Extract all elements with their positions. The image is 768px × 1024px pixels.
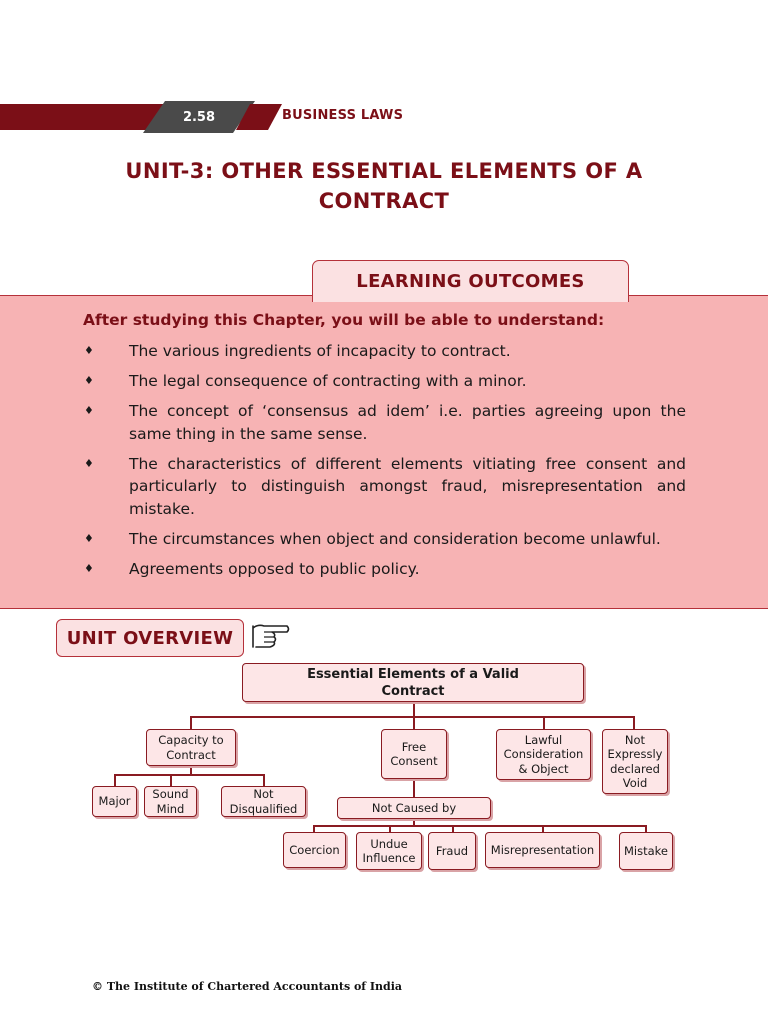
node-not-disqualified: Not Disqualified <box>221 786 306 817</box>
connector-line <box>170 774 172 786</box>
connector-line <box>389 825 391 832</box>
list-item: ♦Agreements opposed to public policy. <box>82 558 686 581</box>
node-free-consent: Free Consent <box>381 729 447 779</box>
node-not-caused-by: Not Caused by <box>337 797 491 819</box>
section-title: BUSINESS LAWS <box>282 108 404 123</box>
node-sound-mind: Sound Mind <box>144 786 197 817</box>
connector-line <box>413 779 415 797</box>
learning-outcomes-heading: LEARNING OUTCOMES <box>312 260 629 302</box>
connector-line <box>543 716 545 729</box>
node-not-expressly-void: Not Expressly declared Void <box>602 729 668 794</box>
pointing-hand-icon <box>252 624 290 648</box>
node-undue-influence: Undue Influence <box>356 832 422 870</box>
connector-line <box>313 825 315 832</box>
node-mistake: Mistake <box>619 832 673 870</box>
unit-title-line1: UNIT-3: OTHER ESSENTIAL ELEMENTS OF A <box>125 159 643 183</box>
unit-title-line2: CONTRACT <box>318 189 450 213</box>
connector-line <box>413 819 415 825</box>
learning-outcomes-intro: After studying this Chapter, you will be… <box>83 311 605 329</box>
unit-title: UNIT-3: OTHER ESSENTIAL ELEMENTS OF A CO… <box>100 156 668 216</box>
connector-line <box>542 825 544 832</box>
learning-outcomes-list: ♦The various ingredients of incapacity t… <box>82 340 686 588</box>
node-coercion: Coercion <box>283 832 346 868</box>
connector-line <box>313 825 645 827</box>
connector-line <box>633 716 635 729</box>
page-number: 2.58 <box>143 101 255 133</box>
connector-line <box>413 702 415 716</box>
diamond-bullet-icon: ♦ <box>84 561 94 575</box>
unit-overview-heading: UNIT OVERVIEW <box>56 619 244 657</box>
connector-line <box>645 825 647 832</box>
node-misrepresentation: Misrepresentation <box>485 832 600 868</box>
connector-line <box>114 774 264 776</box>
diamond-bullet-icon: ♦ <box>84 404 94 417</box>
list-item: ♦The concept of ‘consensus ad idem’ i.e.… <box>84 402 686 443</box>
connector-line <box>114 774 116 786</box>
connector-line <box>190 716 634 718</box>
node-fraud: Fraud <box>428 832 476 870</box>
node-lawful-consideration: Lawful Consideration & Object <box>496 729 591 780</box>
node-capacity-to-contract: Capacity to Contract <box>146 729 236 766</box>
node-major: Major <box>92 786 137 817</box>
connector-line <box>413 716 415 729</box>
list-item: ♦The various ingredients of incapacity t… <box>82 340 686 363</box>
footer-copyright: © The Institute of Chartered Accountants… <box>92 980 403 993</box>
connector-line <box>190 766 192 774</box>
node-essential-elements: Essential Elements of a Valid Contract <box>242 663 584 702</box>
diamond-bullet-icon: ♦ <box>84 374 94 387</box>
list-item: ♦The legal consequence of contracting wi… <box>82 370 686 393</box>
list-item: ♦The characteristics of different elemen… <box>84 454 686 518</box>
connector-line <box>263 774 265 786</box>
diamond-bullet-icon: ♦ <box>84 456 94 470</box>
connector-line <box>452 825 454 832</box>
diamond-bullet-icon: ♦ <box>84 344 94 357</box>
list-item: ♦The circumstances when object and consi… <box>82 528 686 551</box>
diamond-bullet-icon: ♦ <box>84 531 94 545</box>
connector-line <box>190 716 192 729</box>
